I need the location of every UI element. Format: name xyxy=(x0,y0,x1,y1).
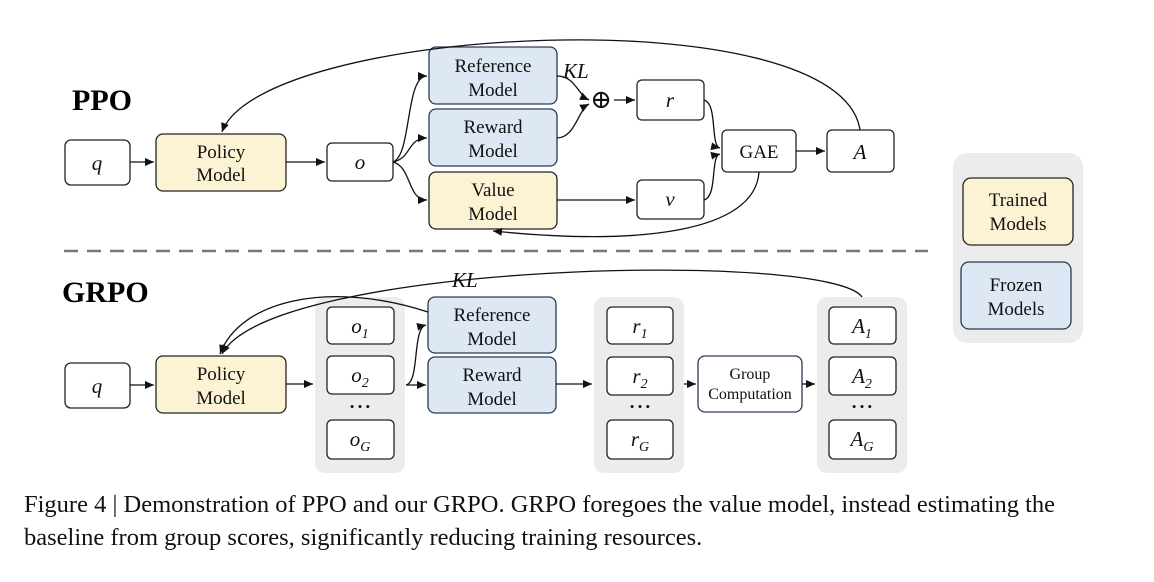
grpo-reward-2-label: r2 xyxy=(632,364,647,392)
grpo-output-2-box xyxy=(326,355,395,395)
grpo-reward-1-box xyxy=(606,306,674,345)
grpo-output-g-label: oG xyxy=(350,427,371,455)
grpo-advantage-2-label: A2 xyxy=(850,364,872,392)
grpo-reference-line1: Reference xyxy=(454,305,531,326)
legend-trained-line1: Trained xyxy=(989,190,1048,211)
grpo-advantages-ellipsis: • • • xyxy=(852,399,872,414)
ppo-title: PPO xyxy=(72,84,132,117)
grpo-reward-g-box xyxy=(606,419,674,460)
grpo-title: GRPO xyxy=(62,276,149,309)
ppo-value-line1: Value xyxy=(471,180,514,201)
ppo-reference-line2: Model xyxy=(468,80,518,101)
ppo-edge-r-gae xyxy=(703,99,721,151)
ppo-edge-reference-plus xyxy=(556,75,590,101)
ppo-edge-v-gae xyxy=(703,151,721,201)
ppo-reward-label: r xyxy=(666,88,675,112)
ppo-edge-o-reference xyxy=(392,72,428,163)
ppo-reward-line2: Model xyxy=(468,141,518,162)
grpo-reward-2-box xyxy=(606,356,674,396)
grpo-advantage-g-box xyxy=(828,419,897,460)
grpo-reward-line1: Reward xyxy=(462,365,522,386)
grpo-advantage-g-label: AG xyxy=(849,427,874,455)
grpo-outputs-ellipsis: • • • xyxy=(350,399,370,414)
grpo-group-line2: Computation xyxy=(708,386,792,403)
ppo-reward-line1: Reward xyxy=(463,117,523,138)
ppo-policy-line1: Policy xyxy=(197,142,246,163)
grpo-reward-model xyxy=(427,356,557,414)
ppo-advantage-box xyxy=(826,129,895,173)
grpo-output-1-box xyxy=(326,306,395,345)
grpo-group-computation xyxy=(697,355,803,413)
grpo-reward-line2: Model xyxy=(467,389,517,410)
ppo-advantage-label: A xyxy=(852,140,867,164)
ppo-reference-line1: Reference xyxy=(455,56,532,77)
legend-frozen-swatch xyxy=(960,261,1072,330)
ppo-value-label: v xyxy=(665,187,675,211)
ppo-edge-o-reward xyxy=(392,134,428,163)
ppo-edge-reward-plus xyxy=(556,103,590,139)
ppo-output-label: o xyxy=(355,150,366,174)
ppo-edge-gae-value-feedback xyxy=(492,171,760,238)
ppo-value-line2: Model xyxy=(468,204,518,225)
grpo-output-g-box xyxy=(326,419,395,460)
grpo-output-2-label: o2 xyxy=(351,363,369,391)
grpo-reward-g-label: rG xyxy=(631,427,649,455)
grpo-advantage-1-label: A1 xyxy=(850,314,872,342)
ppo-edge-o-value xyxy=(392,161,428,204)
ppo-policy-line2: Model xyxy=(196,165,246,186)
ppo-edge-a-policy-feedback xyxy=(221,39,861,133)
grpo-reference-model xyxy=(427,296,557,354)
ppo-gae-label: GAE xyxy=(739,142,778,163)
legend-frozen-line1: Frozen xyxy=(990,275,1043,296)
legend-trained-swatch xyxy=(962,177,1074,246)
ppo-kl-label: KL xyxy=(562,59,589,83)
grpo-rewards-ellipsis: • • • xyxy=(630,399,650,414)
legend-frozen-line2: Models xyxy=(988,299,1045,320)
legend-trained-line2: Models xyxy=(990,214,1047,235)
grpo-reward-1-label: r1 xyxy=(632,314,647,342)
grpo-edge-reference-kl-policy xyxy=(219,296,429,355)
ppo-sum-icon: ⊕ xyxy=(590,85,612,114)
grpo-query-label: q xyxy=(92,374,103,398)
grpo-output-1-label: o1 xyxy=(351,314,369,342)
grpo-policy-line1: Policy xyxy=(197,364,246,385)
grpo-edge-outputs-reference xyxy=(405,323,427,386)
grpo-reference-line2: Model xyxy=(467,329,517,350)
grpo-group-line1: Group xyxy=(730,366,771,383)
grpo-advantage-2-box xyxy=(828,356,897,396)
figure-caption: Figure 4 | Demonstration of PPO and our … xyxy=(24,491,1056,551)
ppo-query-label: q xyxy=(92,151,103,175)
grpo-edge-advantages-policy-feedback xyxy=(221,269,863,355)
grpo-advantage-1-box xyxy=(828,306,897,345)
grpo-policy-line2: Model xyxy=(196,388,246,409)
